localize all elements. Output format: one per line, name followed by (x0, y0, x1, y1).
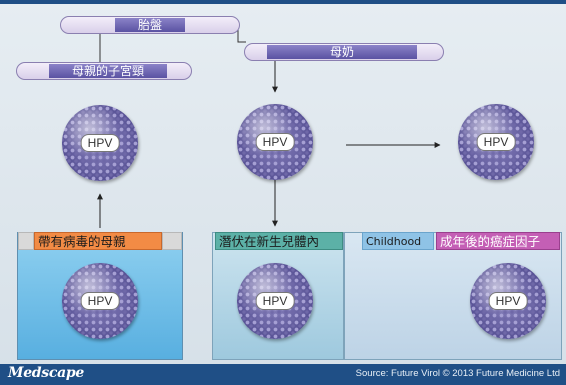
hpv-label: HPV (476, 133, 516, 151)
cervix-label: 母親的子宮頸 (49, 64, 167, 78)
hpv-label: HPV (255, 292, 295, 310)
source-credit: Source: Future Virol © 2013 Future Medic… (355, 368, 560, 379)
footer-bar: Medscape Source: Future Virol © 2013 Fut… (0, 364, 566, 385)
hpv-label: HPV (255, 133, 295, 151)
hpv-virus-milk: HPV (237, 104, 313, 180)
hpv-virus-mother: HPV (62, 263, 138, 339)
placenta-label: 胎盤 (115, 18, 185, 32)
panel-header-strip (18, 232, 34, 250)
placenta-banner: 胎盤 (60, 16, 240, 34)
hpv-label: HPV (80, 292, 120, 310)
medscape-logo: Medscape (8, 365, 84, 381)
latent-label: 潛伏在新生兒體內 (215, 232, 343, 250)
hpv-virus-adult-bottom: HPV (470, 263, 546, 339)
panel-header-strip (162, 232, 182, 250)
breast-milk-banner: 母奶 (244, 43, 444, 61)
hpv-virus-cervix: HPV (62, 105, 138, 181)
hpv-virus-adult-top: HPV (458, 104, 534, 180)
top-bar (0, 0, 566, 4)
mother-label: 帶有病毒的母親 (34, 232, 162, 250)
hpv-label: HPV (488, 292, 528, 310)
breast-milk-label: 母奶 (267, 45, 417, 59)
hpv-virus-latent: HPV (237, 263, 313, 339)
hpv-label: HPV (80, 134, 120, 152)
childhood-label: Childhood (362, 232, 434, 250)
adult-label: 成年後的癌症因子 (436, 232, 560, 250)
cervix-banner: 母親的子宮頸 (16, 62, 192, 80)
